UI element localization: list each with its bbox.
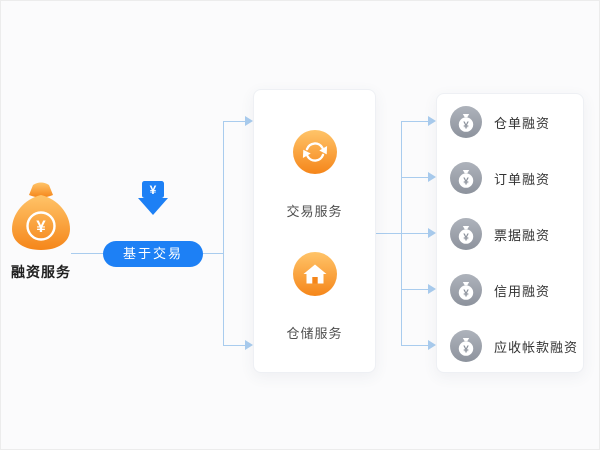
connector-line [401, 345, 428, 346]
based-on-transaction-badge: 基于交易 [103, 241, 203, 267]
arrow-right-icon [428, 340, 436, 350]
arrow-right-icon [245, 116, 253, 126]
services-card: 交易服务 仓储服务 [253, 89, 376, 373]
source-label: 融资服务 [11, 264, 71, 280]
financing-item-row: ¥ 应收帐款融资 [437, 318, 583, 374]
arrow-right-icon [428, 228, 436, 238]
capital-down-arrow-icon: ¥ [138, 181, 168, 215]
connector-line [401, 233, 428, 234]
warehouse-icon [292, 252, 337, 296]
money-bag-icon: ¥ [450, 274, 482, 306]
money-bag-icon: ¥ [12, 182, 70, 250]
financing-item-label: 仓单融资 [494, 115, 551, 131]
financing-item-label: 信用融资 [494, 283, 551, 299]
currency-symbol: ¥ [463, 176, 469, 187]
connector-line [376, 233, 401, 234]
money-bag-icon: ¥ [450, 106, 482, 138]
financing-item-label: 订单融资 [494, 171, 551, 187]
service-label: 仓储服务 [286, 326, 343, 341]
arrow-right-icon [428, 284, 436, 294]
service-label: 交易服务 [286, 204, 343, 219]
currency-symbol: ¥ [463, 344, 469, 355]
currency-symbol: ¥ [463, 232, 469, 243]
financing-source: ¥ 融资服务 [3, 179, 79, 282]
financing-item-label: 应收帐款融资 [494, 339, 579, 355]
exchange-icon [292, 130, 337, 174]
connector-line [401, 289, 428, 290]
currency-symbol: ¥ [463, 120, 469, 131]
financing-card: ¥ 仓单融资 ¥ 订单融资 ¥ 票据融资 [436, 93, 584, 373]
money-bag-icon: ¥ [450, 330, 482, 362]
arrow-right-icon [245, 340, 253, 350]
financing-item-row: ¥ 信用融资 [437, 262, 583, 318]
connector-line [223, 121, 224, 346]
connector-line [223, 121, 245, 122]
money-bag-icon: ¥ [450, 218, 482, 250]
connector-line [401, 121, 428, 122]
financing-item-row: ¥ 票据融资 [437, 206, 583, 262]
currency-symbol: ¥ [36, 217, 46, 236]
arrow-right-icon [428, 172, 436, 182]
money-bag-icon: ¥ [450, 162, 482, 194]
financing-item-row: ¥ 订单融资 [437, 150, 583, 206]
currency-symbol: ¥ [150, 183, 157, 197]
currency-symbol: ¥ [463, 288, 469, 299]
connector-line [223, 345, 245, 346]
arrow-right-icon [428, 116, 436, 126]
connector-line [401, 177, 428, 178]
financing-item-label: 票据融资 [494, 227, 551, 243]
financing-item-row: ¥ 仓单融资 [437, 94, 583, 150]
